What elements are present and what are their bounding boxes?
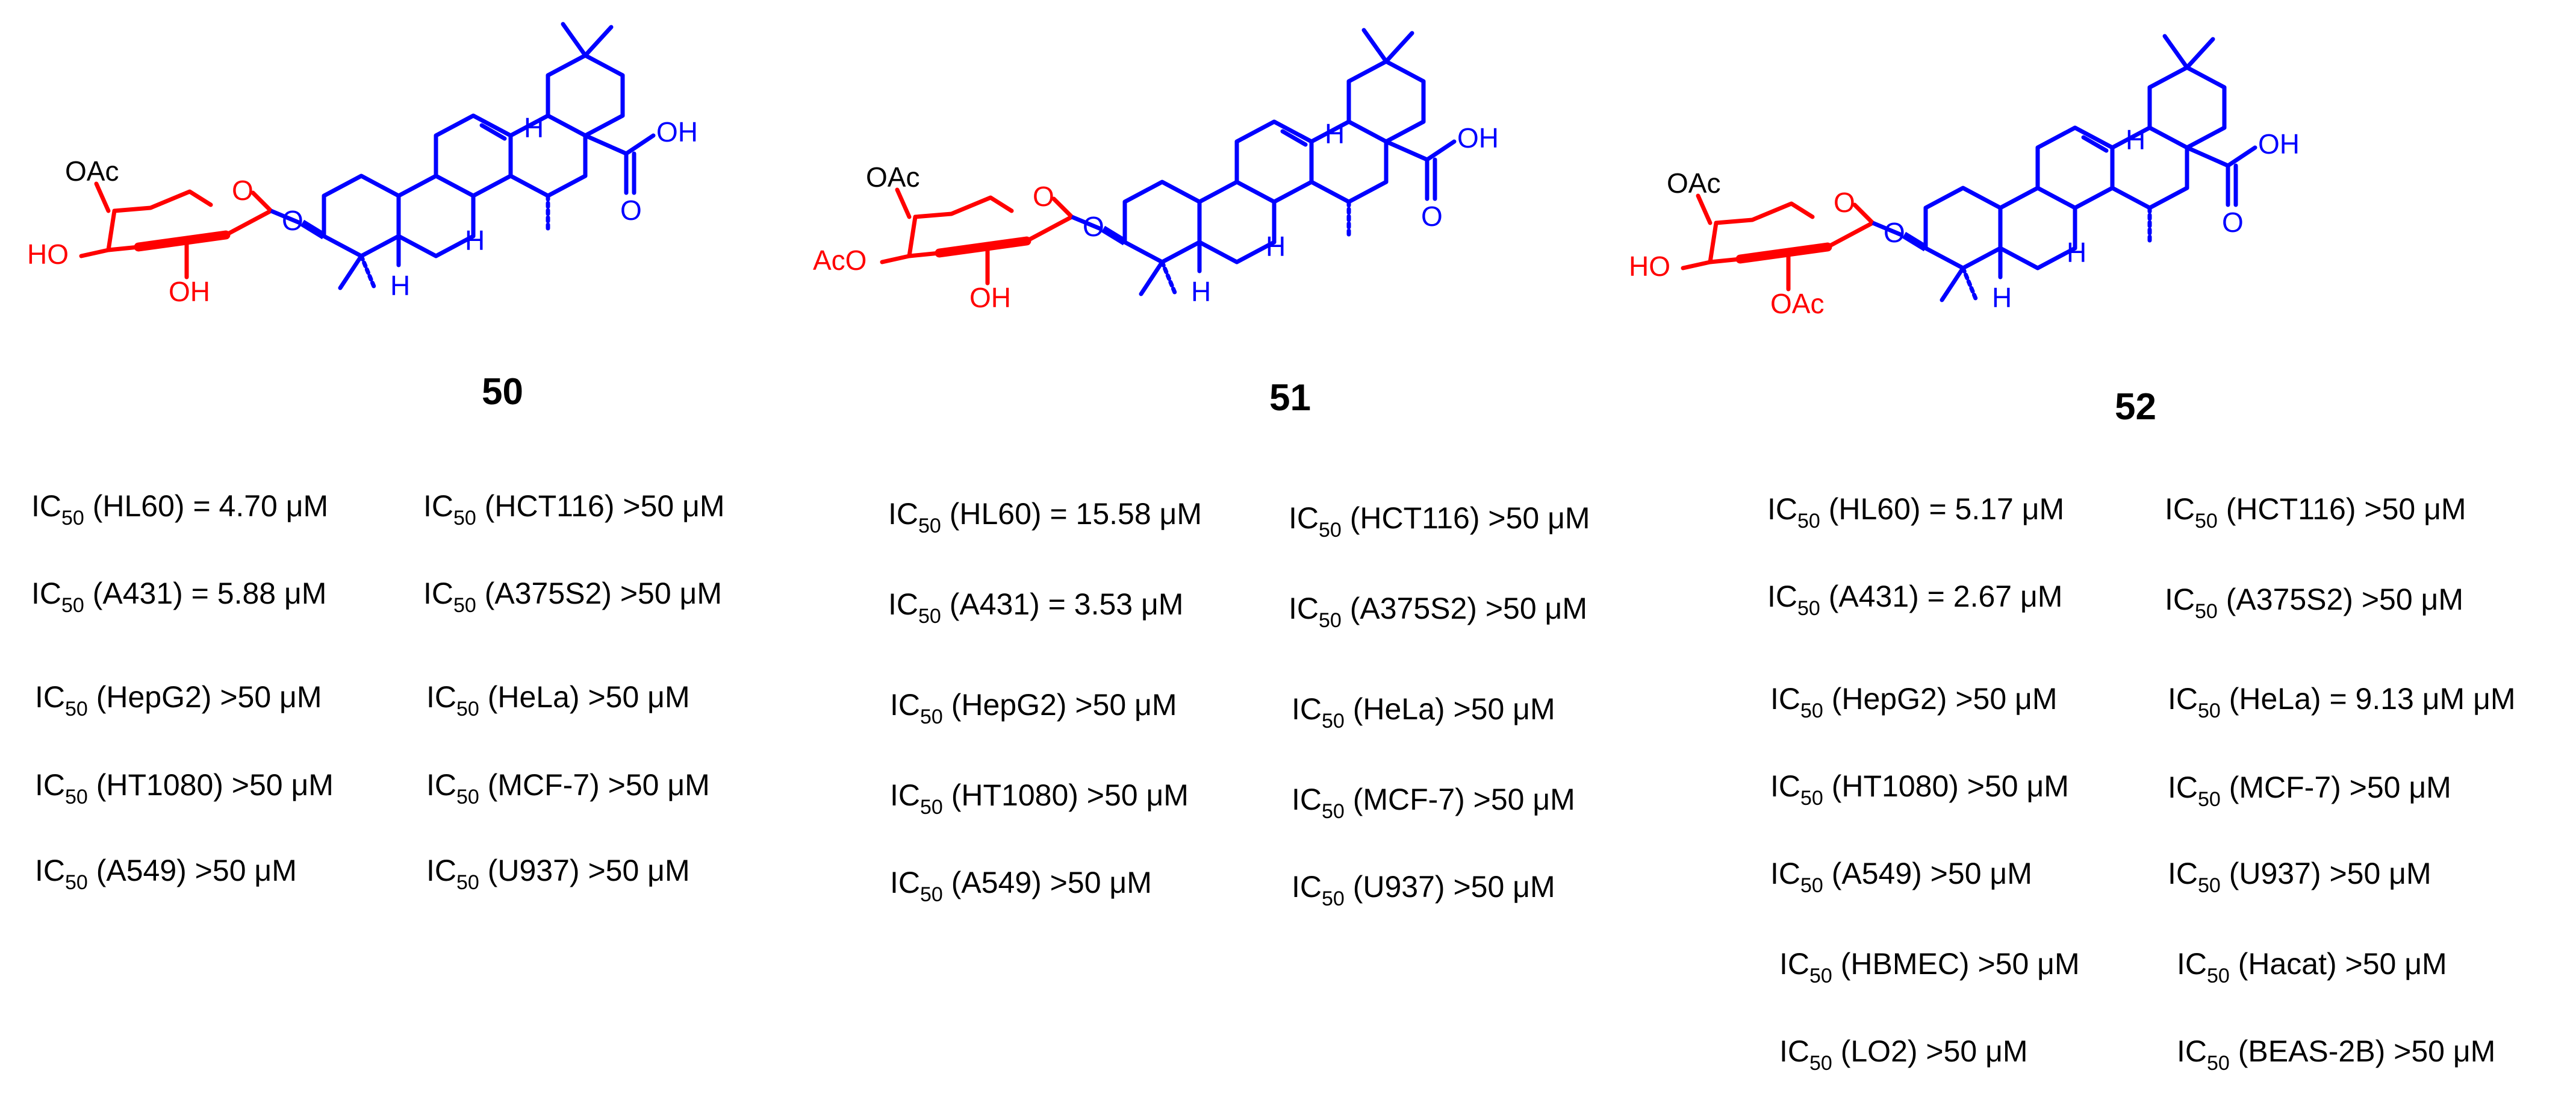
- activity-52-ht1080: IC50 (HT1080) >50 μM: [1770, 769, 2069, 810]
- cooh-oh-label: OH: [656, 116, 698, 148]
- activity-50-a549: IC50 (A549) >50 μM: [35, 854, 297, 894]
- activity-52-hl60: IC50 (HL60) = 5.17 μM: [1767, 492, 2065, 533]
- activity-52-a549: IC50 (A549) >50 μM: [1770, 857, 2032, 897]
- activity-51-hct116: IC50 (HCT116) >50 μM: [1289, 501, 1590, 542]
- activity-52-hbmec: IC50 (HBMEC) >50 μM: [1779, 947, 2080, 987]
- activity-50-a431: IC50 (A431) = 5.88 μM: [31, 577, 327, 617]
- activity-52-beas2b: IC50 (BEAS-2B) >50 μM: [2177, 1034, 2496, 1075]
- activity-50-hl60: IC50 (HL60) = 4.70 μM: [31, 489, 329, 530]
- cooh-o-label: O: [2222, 207, 2244, 238]
- ring-o-label: O: [1834, 187, 1855, 218]
- activity-51-a375s2: IC50 (A375S2) >50 μM: [1289, 592, 1588, 632]
- sugar-c2-label: OH: [969, 282, 1011, 313]
- cooh-oh-label: OH: [1457, 122, 1499, 154]
- h-label-c5: H: [1191, 276, 1211, 307]
- sugar-c3-label: HO: [27, 239, 69, 270]
- h-label-c18: H: [524, 112, 544, 143]
- h-label-c9: H: [1266, 231, 1286, 262]
- sugar-c4-label: OAc: [866, 161, 919, 193]
- activity-50-hct116: IC50 (HCT116) >50 μM: [423, 489, 725, 530]
- h-label-c5: H: [1992, 282, 2012, 313]
- compound-50-structure: O O OAc HO OH H H H O OH: [27, 12, 698, 307]
- activity-50-hela: IC50 (HeLa) >50 μM: [426, 680, 690, 720]
- cooh-oh-label: OH: [2258, 128, 2300, 160]
- activity-52-hela: IC50 (HeLa) = 9.13 μM μM: [2168, 682, 2516, 722]
- activity-52-hepg2: IC50 (HepG2) >50 μM: [1770, 682, 2058, 722]
- activity-51-mcf7: IC50 (MCF-7) >50 μM: [1292, 783, 1575, 823]
- activity-52-u937: IC50 (U937) >50 μM: [2168, 857, 2431, 897]
- activity-50-mcf7: IC50 (MCF-7) >50 μM: [426, 768, 710, 808]
- activity-52-hacat: IC50 (Hacat) >50 μM: [2177, 947, 2447, 987]
- h-label-c9: H: [2067, 237, 2086, 268]
- compound-52-label: 52: [2115, 386, 2156, 428]
- activity-52-lo2: IC50 (LO2) >50 μM: [1779, 1034, 2028, 1075]
- activity-51-a549: IC50 (A549) >50 μM: [890, 866, 1152, 906]
- sugar-c3-label: HO: [1629, 251, 1670, 282]
- ring-o-label: O: [1033, 181, 1054, 212]
- glycosidic-o-label: O: [1884, 217, 1905, 248]
- activity-52-a375s2: IC50 (A375S2) >50 μM: [2165, 583, 2464, 623]
- activity-52-a431: IC50 (A431) = 2.67 μM: [1767, 580, 2063, 620]
- h-label-c9: H: [465, 225, 485, 256]
- activity-51-a431: IC50 (A431) = 3.53 μM: [888, 587, 1184, 628]
- activity-51-hl60: IC50 (HL60) = 15.58 μM: [888, 497, 1202, 537]
- compound-52-structure: O O OAc HO OAc H H H O OH: [1629, 24, 2300, 319]
- h-label-c5: H: [390, 270, 410, 301]
- activity-50-a375s2: IC50 (A375S2) >50 μM: [423, 577, 723, 617]
- sugar-c3-label: AcO: [813, 245, 866, 276]
- activity-52-hct116: IC50 (HCT116) >50 μM: [2165, 492, 2466, 533]
- activity-51-hepg2: IC50 (HepG2) >50 μM: [890, 688, 1177, 728]
- sugar-c4-label: OAc: [65, 155, 119, 187]
- compound-51-structure: O O OAc AcO OH H H H O OH: [813, 18, 1499, 313]
- activity-50-hepg2: IC50 (HepG2) >50 μM: [35, 680, 322, 720]
- activity-50-ht1080: IC50 (HT1080) >50 μM: [35, 768, 334, 808]
- cooh-o-label: O: [620, 195, 642, 226]
- activity-52-mcf7: IC50 (MCF-7) >50 μM: [2168, 770, 2451, 811]
- ring-o-label: O: [232, 175, 254, 206]
- activity-51-hela: IC50 (HeLa) >50 μM: [1292, 692, 1555, 733]
- h-label-c18: H: [1325, 118, 1345, 149]
- glycosidic-o-label: O: [282, 205, 303, 236]
- cooh-o-label: O: [1421, 201, 1443, 232]
- activity-51-u937: IC50 (U937) >50 μM: [1292, 870, 1555, 910]
- activity-50-u937: IC50 (U937) >50 μM: [426, 854, 690, 894]
- compound-51-label: 51: [1269, 377, 1311, 419]
- activity-51-ht1080: IC50 (HT1080) >50 μM: [890, 778, 1189, 819]
- sugar-c4-label: OAc: [1667, 167, 1720, 199]
- sugar-c2-label: OH: [169, 276, 210, 307]
- compound-50-label: 50: [482, 371, 523, 413]
- sugar-c2-label: OAc: [1770, 288, 1824, 319]
- h-label-c18: H: [2126, 124, 2145, 155]
- glycosidic-o-label: O: [1083, 211, 1104, 242]
